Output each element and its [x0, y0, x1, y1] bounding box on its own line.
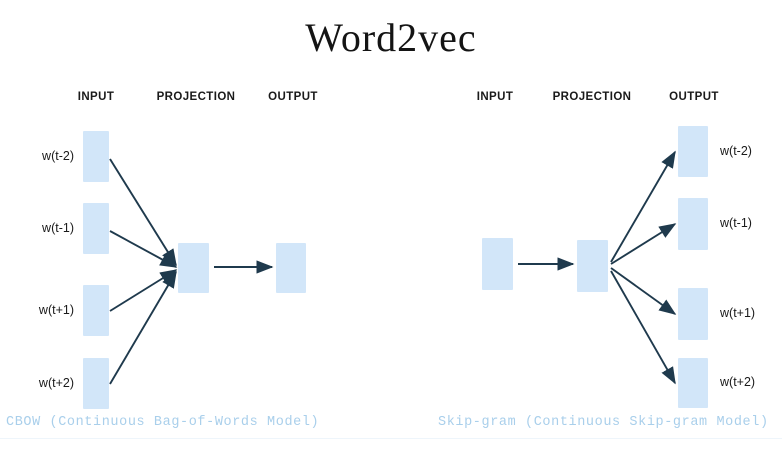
edge-w(t+1)-to-projection	[109, 269, 178, 312]
edge-projection-to-w(t+2)	[610, 270, 676, 385]
skipgram-header-projection: PROJECTION	[552, 91, 632, 103]
edge-projection-to-w(t-2)	[610, 150, 676, 263]
cbow-header-projection: PROJECTION	[156, 91, 236, 103]
skipgram-projection-box[interactable]	[577, 240, 608, 292]
skipgram-output-box-3[interactable]	[678, 288, 708, 340]
cbow-output-box[interactable]	[276, 243, 306, 293]
bottom-divider	[0, 438, 782, 439]
cbow-input-label-1: w(t-2)	[42, 149, 74, 163]
skipgram-output-label-4: w(t+2)	[720, 375, 756, 389]
cbow-header-input: INPUT	[77, 91, 115, 103]
cbow-input-box-2[interactable]	[83, 203, 109, 254]
cbow-header-output: OUTPUT	[268, 91, 318, 103]
skipgram-output-label-1: w(t-2)	[720, 144, 752, 158]
skipgram-header-output: OUTPUT	[669, 91, 719, 103]
cbow-input-box-1[interactable]	[83, 131, 109, 182]
cbow-input-label-2: w(t-1)	[42, 221, 74, 235]
skipgram-caption: Skip-gram (Continuous Skip-gram Model)	[438, 415, 769, 430]
edge-projection-to-w(t-1)	[610, 223, 677, 265]
skipgram-input-box[interactable]	[482, 238, 513, 290]
skipgram-output-box-1[interactable]	[678, 126, 708, 177]
edge-w(t-1)-to-projection	[109, 230, 178, 268]
edge-projection-to-w(t+1)	[610, 267, 677, 315]
skipgram-output-box-2[interactable]	[678, 198, 708, 250]
edge-w(t+2)-to-projection	[109, 270, 177, 385]
cbow-projection-box[interactable]	[178, 243, 209, 293]
edge-w(t-2)-to-projection	[109, 158, 177, 267]
skipgram-output-label-3: w(t+1)	[720, 306, 756, 320]
page-title: Word2vec	[305, 15, 477, 60]
cbow-input-label-4: w(t+2)	[38, 376, 74, 390]
cbow-input-label-3: w(t+1)	[38, 303, 74, 317]
cbow-input-box-4[interactable]	[83, 358, 109, 409]
skipgram-output-box-4[interactable]	[678, 358, 708, 408]
skipgram-output-label-2: w(t-1)	[720, 216, 752, 230]
skipgram-header-input: INPUT	[476, 91, 514, 103]
cbow-caption: CBOW (Continuous Bag-of-Words Model)	[6, 415, 320, 430]
cbow-input-box-3[interactable]	[83, 285, 109, 336]
